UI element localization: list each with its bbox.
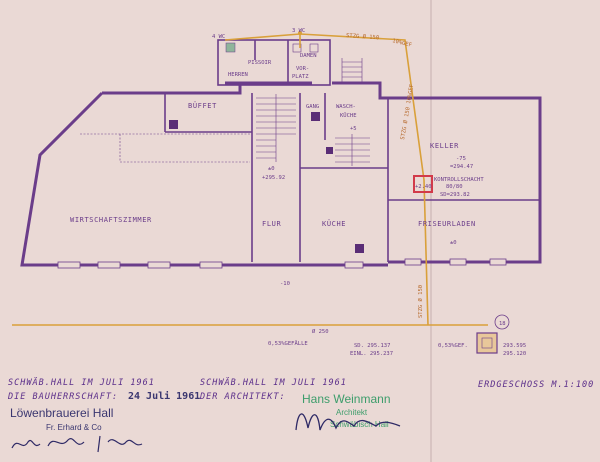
sd-bottom-label: SD. 295.137: [354, 343, 390, 349]
room-label-kontrollschacht: KONTROLLSCHACHT: [434, 177, 484, 183]
shaft-number: 18: [499, 321, 506, 327]
control-shaft-marker: [413, 175, 433, 193]
room-label-vorplatz: VOR- PLATZ: [292, 66, 313, 80]
footer-left-line2: DIE BAUHERRSCHAFT:: [8, 392, 119, 402]
room-label-damen: DAMEN: [300, 53, 317, 59]
vorplatz-line-1: VOR-: [296, 66, 309, 72]
slope-bottom-label: 0,53%GEFÄLLE: [268, 340, 308, 347]
interior-walls: [164, 93, 540, 262]
shaft-value-2: 295.120: [503, 351, 526, 357]
level-flur: ±0: [268, 166, 275, 172]
level-friseur: ±0: [450, 240, 457, 246]
waschkueche-line-2: KÜCHE: [340, 112, 357, 119]
room-label-wirtschaftszimmer: WIRTSCHAFTSZIMMER: [70, 216, 152, 224]
footer-left-line1: SCHWÄB.HALL IM JULI 1961: [8, 378, 155, 388]
scale-label: ERDGESCHOSS M.1:100: [478, 380, 595, 390]
room-label-gang: GANG: [306, 104, 319, 110]
waschkueche-line-1: WASCH-: [336, 104, 356, 110]
company-stamp-sub: Fr. Erhard & Co: [46, 423, 102, 432]
marker-left-label: +2.40: [415, 184, 432, 190]
kontroll-size: 80/80: [446, 184, 463, 190]
bauherr-signature: [11, 435, 143, 453]
slope-top-label: 10%GEF: [392, 38, 413, 49]
vorplatz-line-2: PLATZ: [292, 74, 309, 80]
pipe-top-label: STZG Ø 150: [346, 32, 380, 41]
room-label-friseurladen: FRISEURLADEN: [418, 220, 476, 228]
shaft-value-1: 293.595: [503, 343, 526, 349]
einl-bottom-label: EINL. 295.237: [350, 351, 393, 357]
sewer-pipes: [12, 31, 488, 326]
level-minus: -10: [280, 281, 290, 287]
company-stamp: Löwenbrauerei Hall: [10, 406, 114, 420]
room-label-kueche: KÜCHE: [322, 219, 346, 228]
manhole: [476, 314, 510, 354]
architect-stamp-name: Hans Weinmann: [302, 392, 391, 406]
slope-bottom-right-label: 0,53%GEF.: [438, 343, 468, 349]
pipe-bottom-label: Ø 250: [312, 328, 329, 335]
architect-stamp-city: Schwäbisch Hall: [330, 420, 389, 429]
level-waschkueche: +5: [350, 126, 357, 132]
room-label-pissoir: PISSOIR: [248, 60, 272, 66]
paper-fold: [430, 0, 432, 462]
pipe-vertical-label-1: STZG Ø 150: [399, 107, 412, 141]
level-keller-value: =294.47: [450, 164, 473, 170]
room-label-flur: FLUR: [262, 220, 281, 228]
footer-mid-line2: DER ARCHITEKT:: [200, 392, 286, 402]
room-label-herren: HERREN: [228, 72, 248, 78]
pipe-vertical-label-2: STZG Ø 150: [417, 285, 424, 318]
footer-mid-line1: SCHWÄB.HALL IM JULI 1961: [200, 378, 347, 388]
wc-block: [217, 39, 331, 86]
slope-vertical-label: 10%GEF: [406, 84, 415, 105]
date-stamp: 24 Juli 1961: [128, 391, 201, 402]
level-keller: -75: [456, 156, 466, 162]
staircases: [80, 58, 370, 166]
room-label-bueffet: BÜFFET: [188, 101, 217, 110]
architect-stamp-title: Architekt: [336, 408, 368, 417]
wc4-label: 4 WC: [212, 34, 225, 40]
architect-signature: [295, 413, 401, 431]
chimney-markers: [169, 112, 364, 253]
room-label-waschkueche: WASCH- KÜCHE: [336, 104, 359, 119]
room-label-keller: KELLER: [430, 142, 459, 150]
kontroll-sd: SD=293.82: [440, 192, 470, 198]
level-flur-value: +295.92: [262, 175, 285, 181]
outer-walls: [20, 81, 542, 269]
wc3-label: 3 WC: [292, 28, 305, 34]
